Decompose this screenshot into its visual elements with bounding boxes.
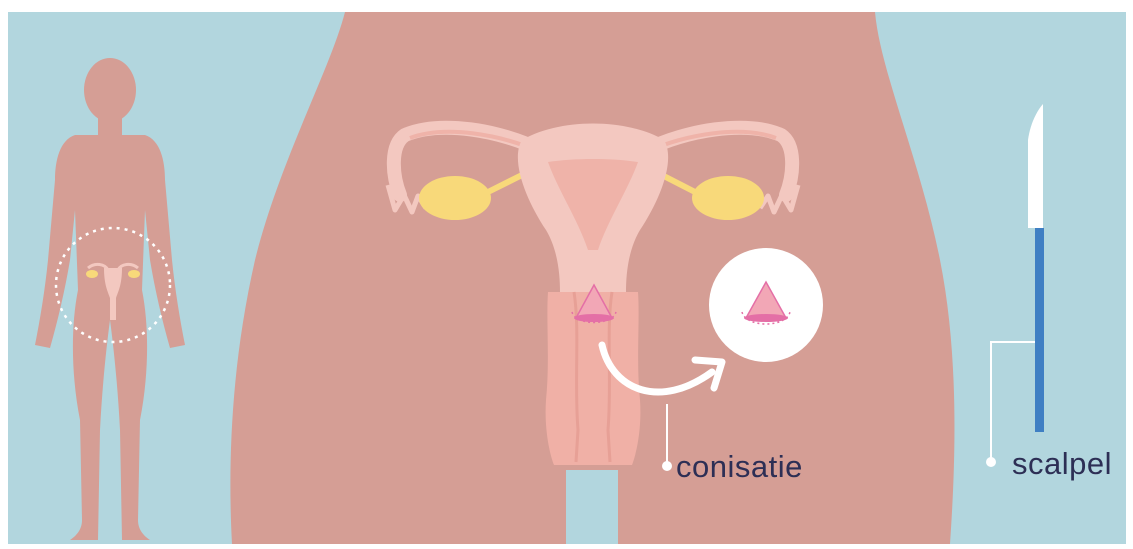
scalpel-label: scalpel: [1012, 446, 1112, 482]
cone-specimen-icon: [709, 248, 823, 362]
ovary-right: [692, 176, 764, 220]
ovary-left: [419, 176, 491, 220]
lower-gap: [568, 470, 618, 544]
conisatie-label: conisatie: [676, 449, 803, 485]
